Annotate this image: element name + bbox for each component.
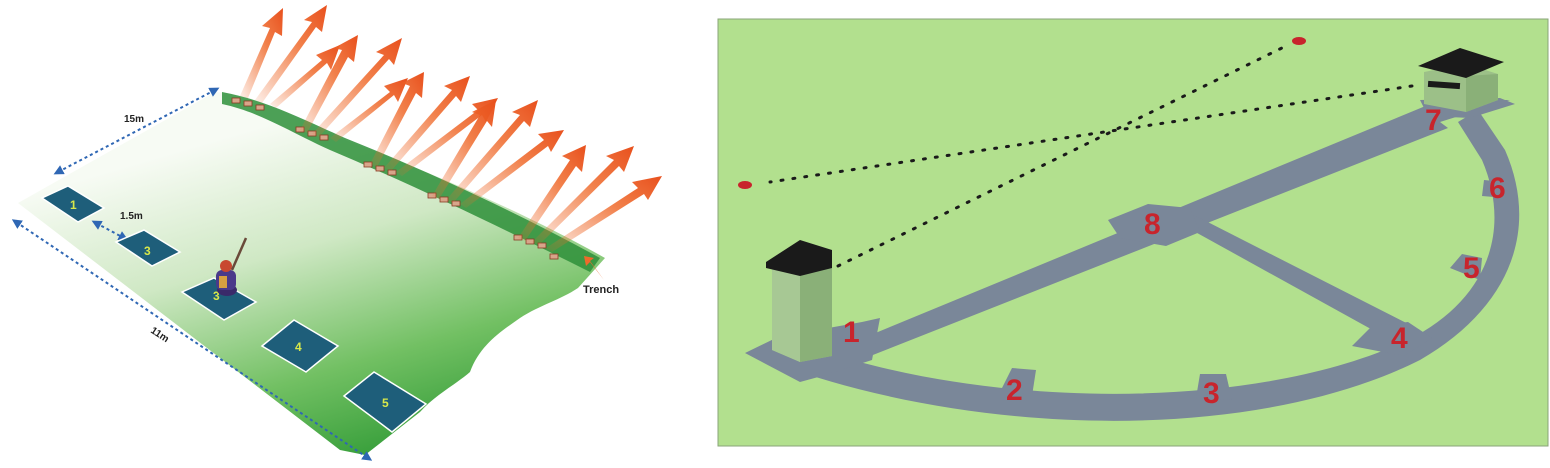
branch-walkway (1170, 214, 1420, 344)
walkway-paths (745, 98, 1520, 421)
shooter-icon (216, 237, 248, 296)
length-dimension-line (11, 219, 373, 461)
trajectory-arrow-icon (370, 72, 424, 167)
target-trajectory-arrows (240, 5, 662, 252)
svg-text:3: 3 (213, 289, 220, 303)
svg-text:1: 1 (70, 198, 77, 212)
station-number: 6 (1489, 172, 1506, 205)
spacing-dimension-line (91, 220, 129, 241)
trajectory-line-high-house-low (768, 84, 1414, 184)
trajectory-arrow-icon (532, 146, 634, 245)
right-trap-house (1418, 48, 1504, 112)
roof-icon (1418, 48, 1504, 78)
station-6-pad (1482, 180, 1506, 198)
length-dimension-label: 11m (148, 325, 170, 345)
station-2-pad (1002, 368, 1036, 396)
svg-text:5: 5 (382, 396, 389, 410)
width-dimension-label: 15m (124, 114, 144, 125)
trajectory-arrow-icon (460, 130, 564, 208)
station-number: 3 (1203, 377, 1220, 410)
station-number: 5 (1463, 252, 1480, 285)
station-number: 8 (1144, 208, 1161, 241)
target-marker (1292, 37, 1306, 45)
right-station-numbers: 1 2 3 4 5 6 7 8 (843, 104, 1506, 410)
target-trajectories (768, 42, 1414, 268)
left-station: 4 (260, 319, 340, 373)
station-8-pad (1108, 204, 1200, 246)
spacing-dimension-label: 1.5m (120, 211, 143, 222)
station-5-pad (1450, 254, 1482, 280)
trajectory-arrow-icon (330, 78, 408, 142)
trajectory-arrow-icon (270, 45, 340, 108)
trajectory-line-low-house-high (836, 42, 1292, 268)
window-slot (1427, 80, 1461, 90)
left-station: 5 (342, 371, 428, 433)
trench-pointer-icon (584, 256, 604, 280)
target-marker (738, 181, 752, 189)
trajectory-arrow-icon (255, 5, 327, 103)
station-number: 7 (1425, 104, 1442, 137)
svg-text:4: 4 (295, 340, 302, 354)
left-stations: 1 3 3 4 (40, 185, 428, 433)
trajectory-arrow-icon (396, 98, 498, 176)
trajectory-arrow-icon (384, 76, 470, 171)
station-number: 1 (843, 316, 860, 349)
station-3-pad (1196, 374, 1232, 400)
trench-label: Trench (583, 284, 619, 296)
trajectory-arrow-icon (446, 100, 538, 203)
trajectory-arrow-icon (240, 8, 283, 98)
trajectory-arrow-icon (518, 145, 586, 241)
station-number: 4 (1391, 322, 1408, 355)
station-number: 2 (1006, 374, 1023, 407)
left-station: 3 (180, 237, 258, 321)
trajectory-arrow-icon (546, 176, 662, 252)
station-4-pad (1352, 322, 1432, 356)
left-trap-house (766, 240, 832, 362)
svg-text:3: 3 (144, 244, 151, 258)
arc-walkway (800, 110, 1520, 421)
trench-band (222, 92, 600, 272)
trajectory-arrow-icon (432, 100, 496, 199)
trajectory-arrow-icon (300, 35, 358, 133)
right-diagram: 1 2 3 4 5 6 7 8 (717, 18, 1549, 447)
trajectory-arrow-icon (312, 38, 402, 137)
left-station: 1 (40, 185, 106, 223)
left-station: 3 (114, 229, 182, 267)
roof-icon (766, 240, 832, 276)
left-diagram: Trench 15m 11m 1.5m 1 3 3 (11, 5, 662, 461)
